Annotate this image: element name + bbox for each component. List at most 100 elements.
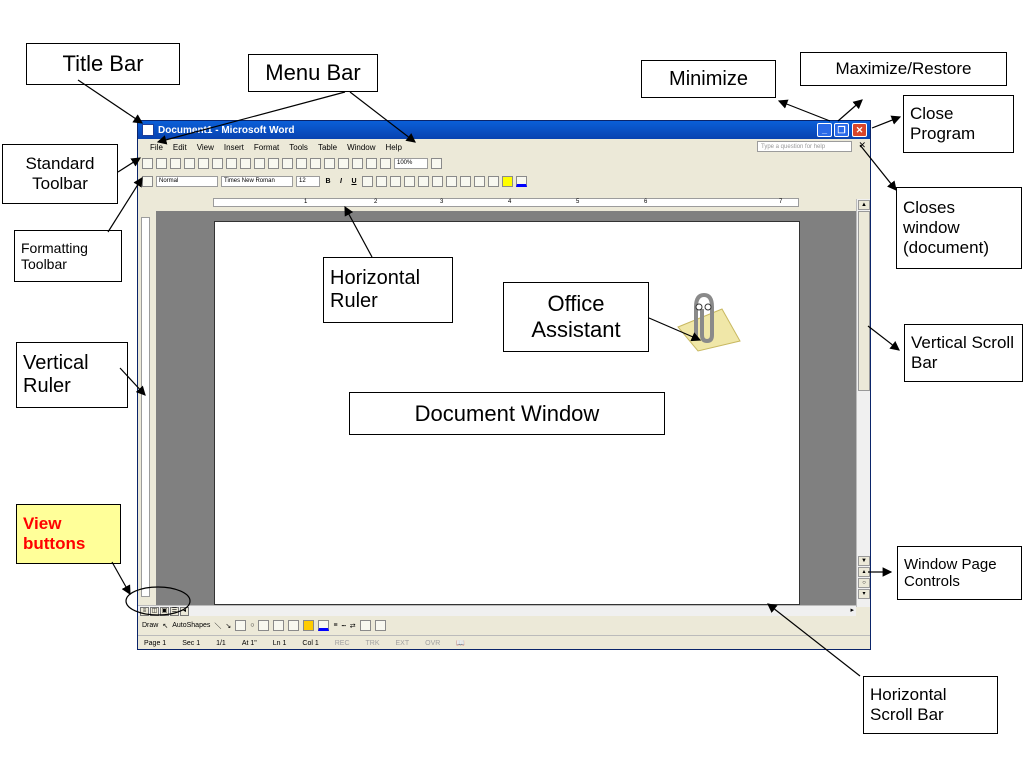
numbering-icon[interactable] [432, 176, 443, 187]
menu-insert[interactable]: Insert [223, 142, 244, 152]
callout-office-assistant: Office Assistant [503, 282, 649, 352]
outline-view-icon[interactable]: ☰ [170, 607, 179, 616]
line-style-icon[interactable]: ≡ [333, 622, 338, 629]
fill-color-icon[interactable] [303, 620, 315, 631]
vertical-ruler[interactable] [141, 217, 150, 597]
cut-icon[interactable] [240, 158, 251, 169]
italic-button[interactable]: I [340, 178, 342, 185]
horizontal-ruler[interactable]: 1 2 3 4 5 6 7 [213, 198, 799, 207]
help-icon[interactable] [431, 158, 442, 169]
menu-table[interactable]: Table [317, 142, 338, 152]
scroll-left-icon[interactable]: ◂ [180, 607, 189, 616]
callout-horizontal-scroll-bar: Horizontal Scroll Bar [863, 676, 998, 734]
callout-window-page-controls: Window Page Controls [897, 546, 1022, 600]
maximize-button[interactable]: ❐ [834, 123, 849, 137]
minimize-button[interactable]: _ [817, 123, 832, 137]
close-button[interactable]: ✕ [852, 123, 867, 137]
shadow-icon[interactable] [359, 620, 371, 631]
word-app-icon[interactable] [142, 124, 154, 136]
select-browse-object-icon[interactable]: ○ [858, 578, 870, 588]
justify-icon[interactable] [404, 176, 415, 187]
paste-icon[interactable] [268, 158, 279, 169]
menu-view[interactable]: View [196, 142, 214, 152]
menu-file[interactable]: File [150, 142, 163, 152]
columns-icon[interactable] [352, 158, 363, 169]
spelling-icon[interactable] [226, 158, 237, 169]
align-left-icon[interactable] [362, 176, 373, 187]
scroll-down-icon[interactable]: ▼ [858, 556, 870, 566]
draw-menu[interactable]: Draw [142, 622, 159, 629]
bullets-icon[interactable] [446, 176, 457, 187]
permission-icon[interactable] [184, 158, 195, 169]
print-preview-icon[interactable] [212, 158, 223, 169]
line-icon[interactable]: ＼ [214, 622, 222, 630]
decrease-indent-icon[interactable] [460, 176, 471, 187]
style-select[interactable]: Normal [156, 176, 218, 187]
print-icon[interactable] [198, 158, 209, 169]
textbox-icon[interactable] [258, 620, 270, 631]
arrow-icon[interactable]: ↘ [225, 622, 232, 630]
wordart-icon[interactable] [273, 620, 285, 631]
previous-page-icon[interactable]: ▴ [858, 567, 870, 577]
new-icon[interactable] [142, 158, 153, 169]
normal-view-icon[interactable]: ≡ [140, 607, 149, 616]
select-objects-icon[interactable]: ↖ [162, 622, 169, 630]
vertical-scroll-bar[interactable]: ▲ ▼ ▴ ○ ▾ [856, 199, 870, 607]
styles-icon[interactable] [142, 176, 153, 187]
3d-icon[interactable] [374, 620, 386, 631]
status-ext[interactable]: EXT [395, 639, 410, 647]
align-center-icon[interactable] [376, 176, 387, 187]
show-hide-icon[interactable] [380, 158, 391, 169]
save-icon[interactable] [170, 158, 181, 169]
font-color-icon[interactable] [516, 176, 527, 187]
underline-button[interactable]: U [351, 178, 357, 185]
autoshapes-menu[interactable]: AutoShapes [172, 622, 211, 629]
format-painter-icon[interactable] [282, 158, 293, 169]
copy-icon[interactable] [254, 158, 265, 169]
help-search-input[interactable]: Type a question for help [757, 141, 852, 152]
title-bar[interactable]: Document1 - Microsoft Word _ ❐ ✕ [138, 121, 870, 139]
callout-maximize-restore: Maximize/Restore [800, 52, 1007, 86]
web-view-icon[interactable]: ◫ [150, 607, 159, 616]
vertical-scroll-thumb[interactable] [858, 211, 870, 391]
open-icon[interactable] [156, 158, 167, 169]
zoom-select[interactable]: 100% [394, 158, 428, 169]
line-spacing-icon[interactable] [418, 176, 429, 187]
horizontal-scroll-bar[interactable]: ≡ ◫ ▣ ☰ ◂ ▸ [138, 605, 856, 616]
hyperlink-icon[interactable] [324, 158, 335, 169]
menu-help[interactable]: Help [385, 142, 402, 152]
undo-icon[interactable] [296, 158, 307, 169]
office-assistant-paperclip-icon[interactable] [670, 287, 742, 353]
font-select[interactable]: Times New Roman [221, 176, 293, 187]
redo-icon[interactable] [310, 158, 321, 169]
table-icon[interactable] [338, 158, 349, 169]
highlight-icon[interactable] [502, 176, 513, 187]
increase-indent-icon[interactable] [474, 176, 485, 187]
spelling-status-icon[interactable]: 📖 [456, 640, 466, 647]
menu-window[interactable]: Window [347, 142, 376, 152]
status-ovr[interactable]: OVR [425, 639, 441, 647]
font-size-select[interactable]: 12 [296, 176, 320, 187]
clipart-icon[interactable] [288, 620, 300, 631]
next-page-icon[interactable]: ▾ [858, 589, 870, 599]
menu-edit[interactable]: Edit [172, 142, 187, 152]
status-pagecount: 1/1 [216, 639, 226, 647]
document-close-icon[interactable]: ✕ [858, 140, 866, 150]
scroll-up-icon[interactable]: ▲ [858, 200, 870, 210]
dash-style-icon[interactable]: ┅ [341, 622, 346, 630]
ruler-mark: 5 [576, 199, 580, 205]
bold-button[interactable]: B [325, 178, 331, 185]
align-right-icon[interactable] [390, 176, 401, 187]
oval-icon[interactable]: ○ [250, 622, 255, 629]
rectangle-icon[interactable] [235, 620, 247, 631]
scroll-right-icon[interactable]: ▸ [850, 607, 854, 614]
line-color-icon[interactable] [318, 620, 330, 631]
drawing-icon[interactable] [366, 158, 377, 169]
status-rec[interactable]: REC [334, 639, 350, 647]
status-trk[interactable]: TRK [365, 639, 380, 647]
menu-tools[interactable]: Tools [289, 142, 308, 152]
border-icon[interactable] [488, 176, 499, 187]
print-layout-view-icon[interactable]: ▣ [160, 607, 169, 616]
menu-format[interactable]: Format [253, 142, 280, 152]
arrow-style-icon[interactable]: ⇄ [349, 622, 356, 630]
